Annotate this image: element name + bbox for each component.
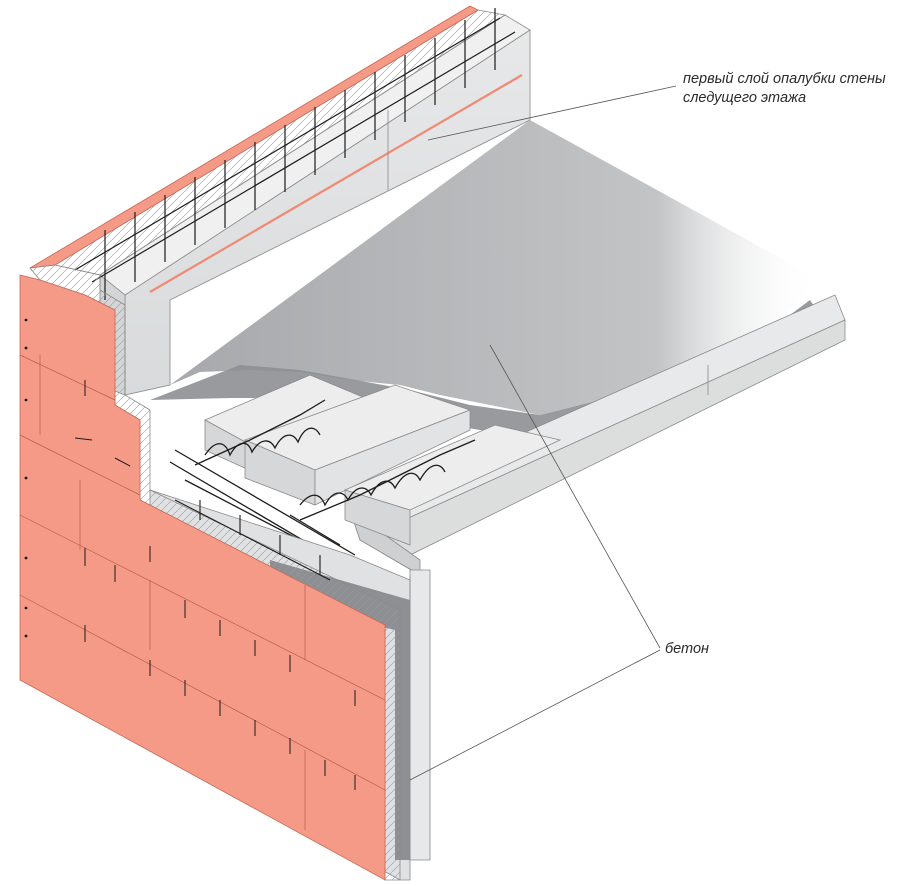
leader-concrete-slab <box>489 344 661 649</box>
leader-concrete-wall <box>409 649 661 781</box>
floor-blocks <box>204 374 562 546</box>
wall-ties <box>74 380 356 790</box>
leader-formwork <box>427 85 677 141</box>
brick-cladding <box>19 274 386 881</box>
formwork-callout-line1: первый слой опалубки стены <box>683 71 886 87</box>
formwork-accent-line <box>149 74 523 293</box>
leader-lines <box>409 85 677 781</box>
brick-edge-dots <box>24 318 28 638</box>
rebar-mesh-upper <box>74 8 516 300</box>
rebar-trusses <box>169 399 476 566</box>
rebar-lower-wall <box>174 499 331 581</box>
formwork-callout-line2: следущего этажа <box>683 90 807 106</box>
concrete-callout: бетон <box>665 641 710 657</box>
formwork-callout: первый слой опалубки стены следущего эта… <box>683 70 886 108</box>
brick-joints <box>19 354 386 830</box>
